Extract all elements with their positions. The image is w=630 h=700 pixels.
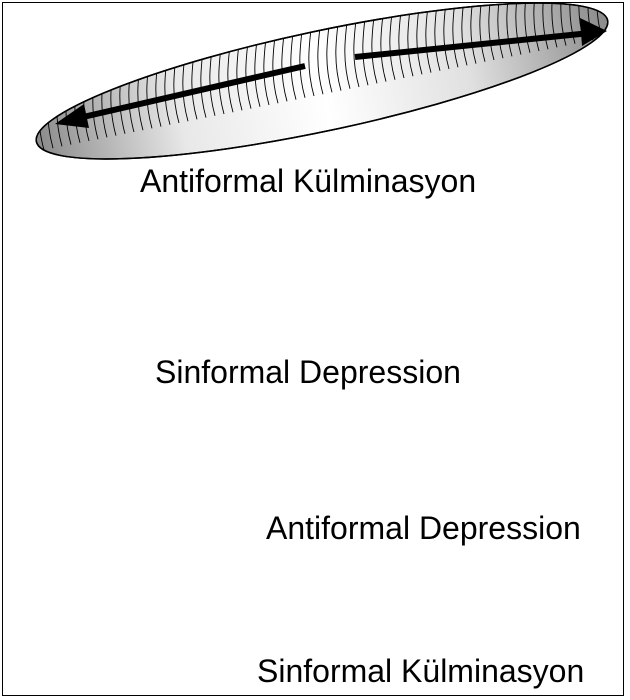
- caption-antiformal-culmination: Antiformal Külminasyon: [140, 165, 476, 197]
- caption-synformal-depression: Sinformal Depression: [155, 356, 461, 388]
- caption-antiformal-depression: Antiformal Depression: [266, 512, 581, 544]
- caption-synformal-culmination: Sinformal Külminasyon: [257, 655, 584, 687]
